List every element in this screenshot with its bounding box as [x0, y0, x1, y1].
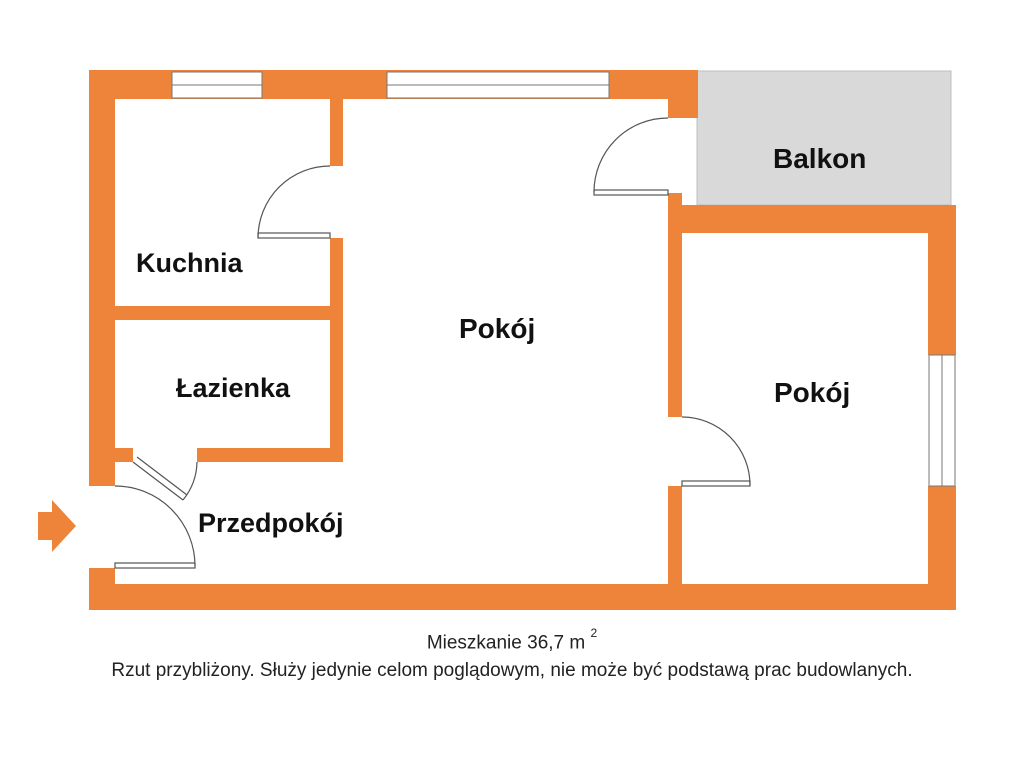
balcony-door-swing	[593, 117, 669, 193]
balcony-door-leaf	[593, 189, 669, 196]
kitchen-door-swing	[257, 165, 331, 239]
area-text: Mieszkanie 36,7 m	[426, 632, 586, 654]
room-label-balkon: Balkon	[773, 143, 866, 174]
room-label-pokoj-main: Pokój	[459, 313, 535, 344]
area-unit-exponent: 2	[590, 626, 598, 640]
disclaimer-caption: Rzut przybliżony. Służy jedynie celom po…	[111, 660, 913, 681]
balcony-area	[696, 70, 952, 206]
bathroom-door-leaf	[132, 461, 184, 501]
entrance-arrow-icon	[38, 500, 76, 552]
room-label-pokoj-side: Pokój	[774, 377, 850, 408]
entrance-door-swing	[114, 485, 196, 567]
entrance-door-leaf	[114, 562, 196, 569]
side-room-door-swing	[681, 416, 751, 486]
side-room-door-leaf	[681, 480, 751, 487]
room-label-przedpokoj: Przedpokój	[198, 508, 344, 538]
room-label-lazienka: Łazienka	[176, 373, 291, 403]
room-label-kuchnia: Kuchnia	[136, 248, 243, 278]
kitchen-door-leaf	[257, 232, 331, 239]
area-caption: Mieszkanie 36,7 m 2	[0, 626, 1024, 654]
doors	[114, 117, 751, 569]
bathroom-door-swing	[182, 461, 198, 501]
windows	[171, 71, 956, 487]
